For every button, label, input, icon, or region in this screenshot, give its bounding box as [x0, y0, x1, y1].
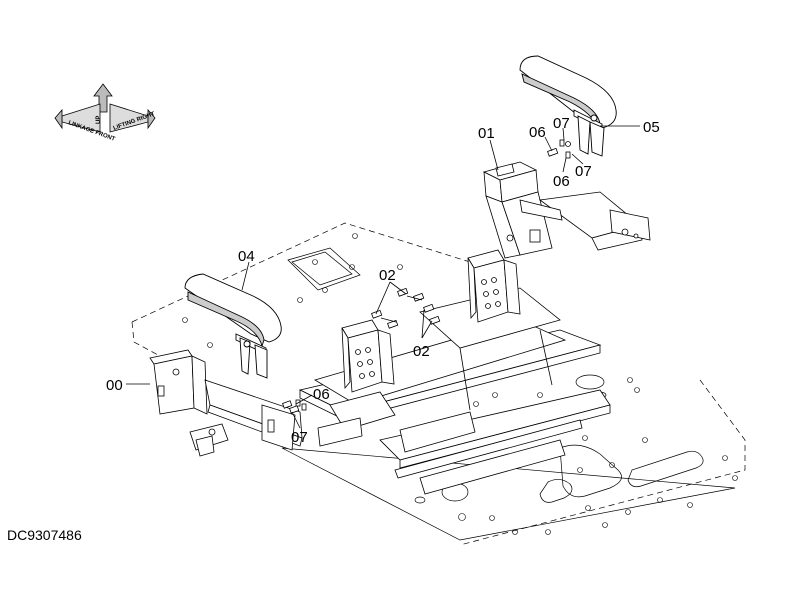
bolts-02 [371, 287, 441, 329]
callout-01: 01 [478, 125, 495, 142]
bolts-06-07-left [282, 399, 307, 414]
armrest-right [519, 55, 617, 157]
callout-04: 04 [238, 248, 255, 265]
armrest-left [184, 273, 282, 379]
orientation-compass-icon: LINKAGE FRONT LIFTING RIGHT UP [54, 83, 156, 143]
callout-06-right: 06 [553, 173, 570, 190]
callout-06-left: 06 [313, 386, 330, 403]
seat-slide-frame [298, 287, 611, 495]
callout-02-bottom: 02 [413, 343, 430, 360]
callout-02-top: 02 [379, 267, 396, 284]
callout-07-right: 07 [575, 163, 592, 180]
callout-00: 00 [106, 377, 123, 394]
mounting-holes [182, 233, 738, 535]
leader-lines [126, 125, 640, 429]
callout-07-left: 07 [291, 429, 308, 446]
drawing-number: DC9307486 [7, 527, 82, 543]
orientation-up-label: UP [96, 116, 102, 124]
bracket-right-01 [482, 161, 651, 259]
callout-07-top: 07 [553, 115, 570, 132]
seat-bracket-left [341, 319, 395, 393]
bracket-left-00 [149, 349, 303, 457]
callout-labels: 01 05 06 07 06 07 04 02 02 00 06 07 [106, 115, 660, 446]
callout-06-top: 06 [529, 124, 546, 141]
seat-bracket-right [467, 249, 521, 323]
callout-05: 05 [643, 119, 660, 136]
